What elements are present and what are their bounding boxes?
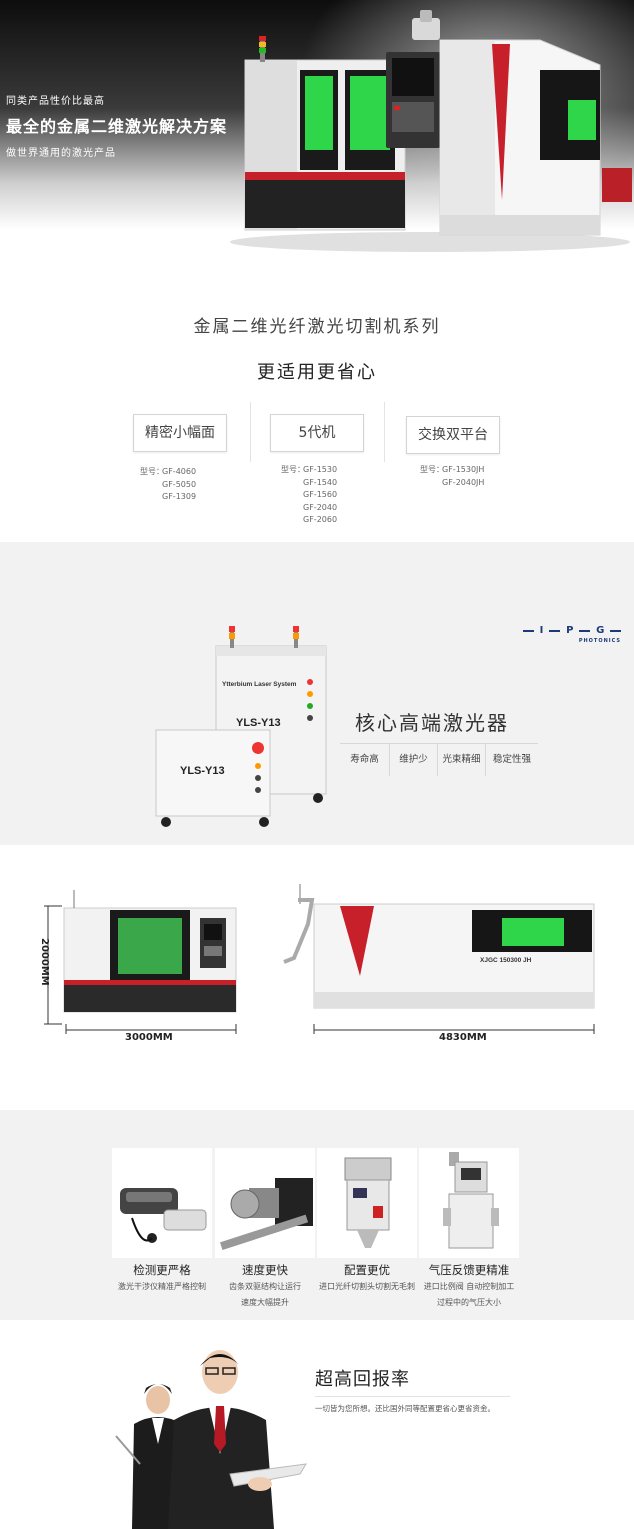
model-box-gen5[interactable]: 5代机 [270,414,364,452]
machine-plate: XJGC 150300 JH [480,957,532,964]
model-list-precision: 型号： GF-4060 GF-5050 GF-1309 [140,466,196,504]
dimension-height-label: 2000MM [39,938,50,986]
component-title: 检测更严格 [133,1263,191,1277]
model-list-exchange: 型号： GF-1530JH GF-2040JH [420,464,484,489]
model-label: 型号： [140,467,164,476]
model-item: GF-4060 [162,467,197,476]
laser-caption: Ytterbium Laser System [222,681,297,688]
model-list-gen5: 型号： GF-1530 GF-1540 GF-1560 GF-2040 GF-2… [281,464,337,527]
component-desc: 激光干涉仪精准严格控制 [118,1282,206,1291]
feature-item: 寿命高 [340,744,390,776]
laser-model-big: YLS-Y13 [236,717,281,729]
component-title: 速度更快 [242,1263,288,1277]
component-desc: 速度大幅提升 [241,1298,289,1307]
divider [250,402,251,462]
model-item: GF-1540 [303,477,338,487]
divider [384,402,385,462]
dimension-width-large-label: 4830MM [439,1032,487,1043]
interferometer-image [112,1148,212,1258]
ipg-letter: G [596,625,605,636]
model-item: GF-1530JH [442,465,485,474]
laser-feature-row: 寿命高 维护少 光束精细 稳定性强 [340,743,538,776]
component-interferometer: 检测更严格 激光干涉仪精准严格控制 [112,1148,212,1294]
roi-divider [315,1396,510,1397]
component-title: 气压反馈更精准 [428,1263,510,1277]
model-item: GF-1560 [303,490,338,499]
feature-item: 稳定性强 [492,754,531,765]
feature-item: 维护少 [390,744,438,776]
ipg-subtitle: PHOTONICS [578,638,621,644]
component-rack-drive: 速度更快 齿条双驱结构让运行 速度大幅提升 [215,1148,315,1310]
component-desc: 齿条双驱结构让运行 [229,1282,301,1291]
dimension-width-small-label: 3000MM [125,1032,173,1043]
dimension-small-machine [44,890,237,1034]
ipg-letter: I [539,625,544,636]
model-item: GF-2060 [303,515,338,524]
model-item: GF-2040 [303,502,338,512]
hero-banner: 同类产品性价比最高 最全的金属二维激光解决方案 做世界通用的激光产品 [0,0,634,270]
component-cutting-head: 配置更优 进口光纤切割头切割无毛刺 [317,1148,417,1294]
model-label: 型号： [281,465,305,474]
component-desc: 进口比例阀 自动控制加工 [423,1282,515,1291]
laser-model-small: YLS-Y13 [180,765,225,777]
business-people-image [115,1350,307,1529]
model-label: 型号： [420,465,444,474]
feature-item: 光束精细 [438,744,486,776]
hero-headline: 最全的金属二维激光解决方案 [6,117,228,136]
model-item: GF-1309 [162,492,197,501]
model-item: GF-5050 [162,479,197,489]
hero-slogan: 做世界通用的激光产品 [6,148,116,159]
dimension-large-machine: XJGC 150300 JH [283,884,595,1034]
rack-drive-image [215,1148,315,1258]
series-subtitle: 更适用更省心 [257,362,377,383]
proportional-valve-image [419,1148,519,1258]
laser-title: 核心高端激光器 [355,711,509,735]
hero-machine-image [230,10,632,252]
roi-desc: 一切皆为您所想。还比国外同等配置更省心更省资金。 [315,1404,495,1413]
series-title: 金属二维光纤激光切割机系列 [193,317,441,337]
component-title: 配置更优 [344,1263,390,1277]
model-item: GF-2040JH [442,477,485,487]
component-proportional-valve: 气压反馈更精准 进口比例阀 自动控制加工 过程中的气压大小 [419,1148,519,1310]
component-desc: 过程中的气压大小 [437,1298,501,1307]
model-box-exchange[interactable]: 交换双平台 [406,416,500,454]
ipg-letter: P [566,625,574,636]
model-item: GF-1530 [303,465,338,474]
roi-title: 超高回报率 [315,1369,410,1390]
model-box-precision[interactable]: 精密小幅面 [133,414,227,452]
hero-tagline: 同类产品性价比最高 [6,96,105,107]
component-desc: 进口光纤切割头切割无毛刺 [319,1282,415,1291]
cutting-head-image [317,1148,417,1258]
ipg-logo: I P G PHOTONICS [523,626,621,644]
hero-copy: 同类产品性价比最高 最全的金属二维激光解决方案 做世界通用的激光产品 [6,92,227,159]
laser-units-image: Ytterbium Laser System YLS-Y13 YLS-Y13 [155,626,327,827]
